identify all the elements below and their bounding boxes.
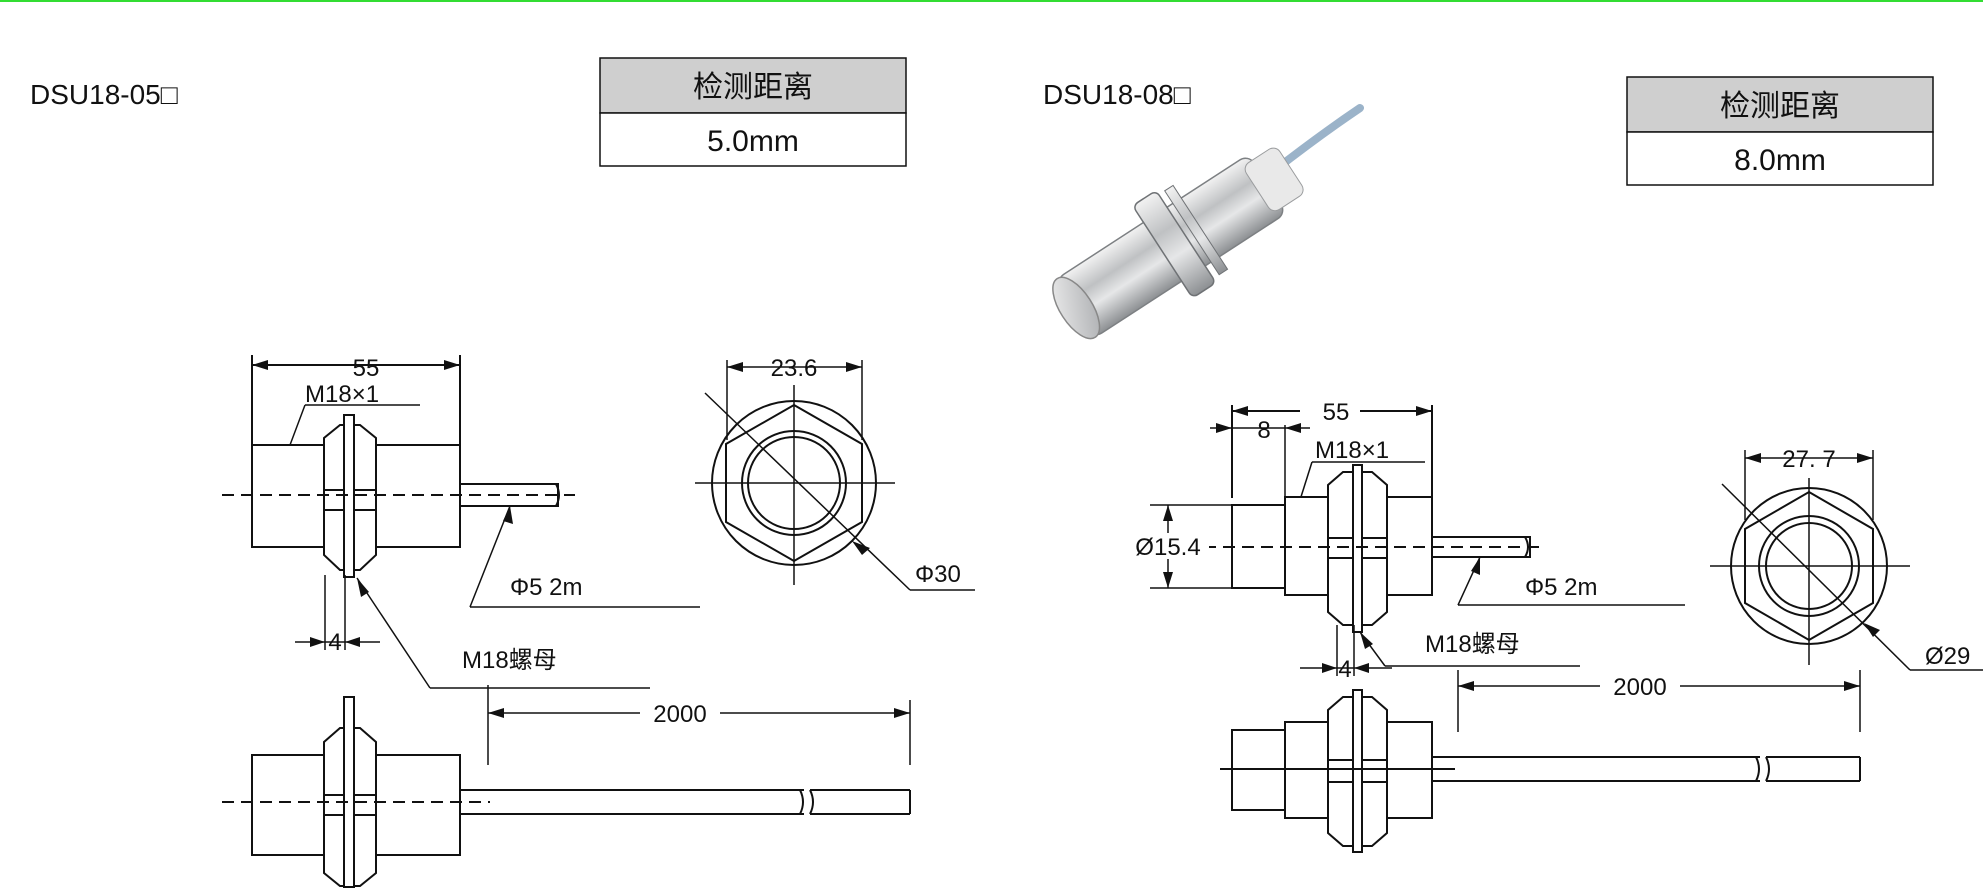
left-spec-table: 检测距离 5.0mm: [599, 57, 907, 167]
right-model-title: DSU18-08□: [1043, 79, 1191, 110]
left-hex-width: 23.6: [771, 355, 818, 382]
left-table-value: 5.0mm: [707, 125, 799, 158]
right-nut-thickness: 4: [1338, 656, 1351, 683]
left-model-title: DSU18-05□: [30, 79, 178, 110]
left-cable-length: 2000: [653, 701, 706, 728]
left-table-header: 检测距离: [693, 71, 813, 104]
right-panel: DSU18-08□ 检测距离 8.0mm 5: [1043, 76, 1983, 853]
left-outer-dia: Φ30: [915, 561, 961, 588]
right-end-view: 27. 7 Ø29: [1710, 446, 1983, 671]
right-table-value: 8.0mm: [1734, 144, 1826, 177]
right-length-dim: 55: [1323, 399, 1350, 426]
right-body-dia: Ø15.4: [1135, 534, 1200, 561]
left-nut-label: M18螺母: [462, 647, 557, 674]
left-side-view: 55 M18×1 Φ5 2m 4: [222, 355, 700, 689]
right-table-header: 检测距离: [1720, 90, 1840, 123]
right-spec-table: 检测距离 8.0mm: [1626, 76, 1934, 186]
left-nut-thickness: 4: [328, 629, 341, 656]
right-nut-label: M18螺母: [1425, 631, 1520, 658]
right-outer-dia: Ø29: [1925, 643, 1970, 670]
left-thread-label: M18×1: [305, 381, 379, 408]
right-cable-length: 2000: [1613, 674, 1666, 701]
right-cable-view: 2000: [1220, 670, 1861, 853]
left-panel: DSU18-05□ 检测距离 5.0mm 55 M18×1: [30, 57, 975, 888]
right-front-dim: 8: [1257, 417, 1270, 444]
right-thread-label: M18×1: [1315, 437, 1389, 464]
right-hex-width: 27. 7: [1782, 446, 1835, 473]
left-end-view: 23.6 Φ30: [695, 355, 975, 591]
left-cable-label: Φ5 2m: [510, 574, 583, 601]
right-cable-label: Φ5 2m: [1525, 574, 1598, 601]
left-length-dim: 55: [353, 355, 380, 382]
right-side-view: 55 8 M18×1 Ø15.4: [1127, 398, 1685, 683]
sensor-photo: [1052, 104, 1364, 340]
left-cable-view: 2000: [222, 685, 911, 888]
